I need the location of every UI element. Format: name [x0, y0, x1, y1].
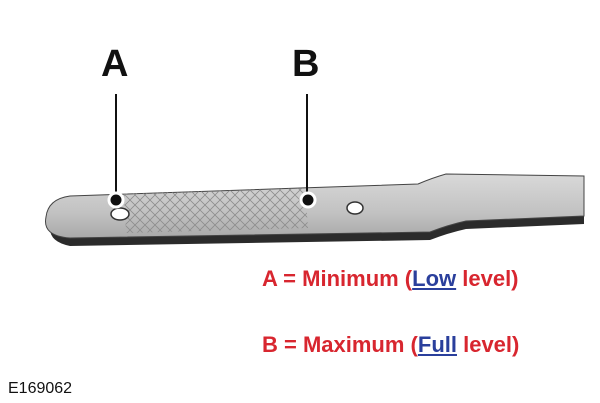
dipstick-hole-left: [110, 207, 130, 221]
callout-label-a: A: [101, 43, 129, 85]
marker-a: [107, 191, 125, 209]
dipstick-hole-right: [346, 201, 364, 215]
legend-maximum: B = Maximum (Full level): [262, 332, 519, 358]
figure-id: E169062: [8, 380, 73, 397]
legend-full-link[interactable]: Full: [417, 332, 457, 357]
legend-minimum: A = Minimum (Low level): [262, 266, 519, 292]
knurled-section: [124, 188, 308, 233]
legend-minimum-suffix: level): [456, 266, 519, 291]
dipstick-edge: [50, 213, 584, 246]
marker-b: [299, 191, 317, 209]
legend-minimum-prefix: A = Minimum (: [262, 266, 413, 291]
legend-low-link[interactable]: Low: [412, 266, 457, 291]
callout-label-b: B: [292, 43, 320, 85]
legend-maximum-prefix: B = Maximum (: [262, 332, 418, 357]
legend-maximum-suffix: level): [456, 332, 520, 357]
